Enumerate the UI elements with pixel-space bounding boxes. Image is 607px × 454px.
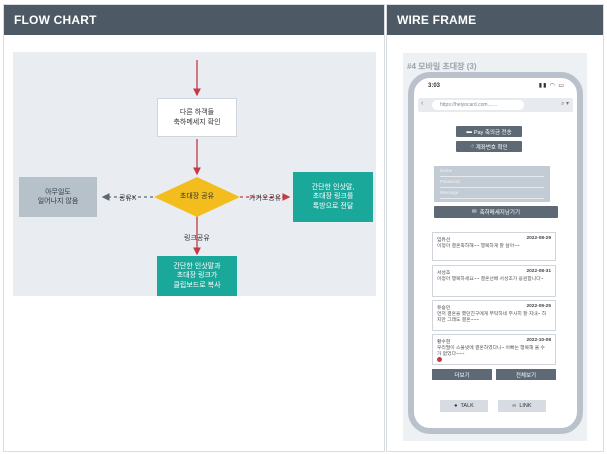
pay-button[interactable]: ▬ Pay 축의금 전송: [456, 126, 522, 137]
message-date: 2022-10-08: [526, 338, 551, 343]
list-item: 황수현 2022-10-08 우리딸이 스물넷에 결혼하였다니~ 아빠는 행복해…: [432, 334, 556, 365]
message-form: Name Password Message: [434, 166, 550, 202]
thumb-icon: ☝: [470, 143, 474, 150]
talk-button-label: TALK: [460, 403, 474, 409]
mail-icon: ✉: [471, 209, 477, 215]
more-button[interactable]: 더보기: [432, 369, 492, 380]
link-share-button[interactable]: ∞ LINK: [498, 400, 546, 412]
flow-arrows: [101, 60, 291, 256]
name-field-line: [440, 176, 544, 177]
flow-node-nothing: 아무일도 일어나지 않음: [19, 177, 97, 217]
message-text: 먼저 결혼을 했던친구에게 부탁하네 무사히 잘 지내~ 하지만 그래도 결혼~…: [437, 312, 547, 323]
link-button-label: LINK: [519, 403, 532, 409]
card-icon: ▬: [466, 128, 472, 135]
message-text: 이정아 결혼축하해~~ 행복하게 잘 살아~~: [437, 244, 520, 249]
browser-menu-icon[interactable]: ⌕ ▾: [560, 101, 569, 107]
url-field[interactable]: https://heiyocard.com.......: [432, 100, 524, 110]
flow-label-kakao: 카카오공유: [249, 195, 282, 202]
flow-node-kakao-share: 간단한 인삿말, 초대장 링크를 톡방으로 전달: [293, 172, 373, 222]
status-time: 3:03: [428, 83, 441, 89]
back-icon[interactable]: ‹: [421, 100, 424, 107]
message-field-line: [440, 198, 544, 199]
message-author: 유승민: [437, 306, 451, 311]
list-item: 유승민 2022-09-25 먼저 결혼을 했던친구에게 부탁하네 무사히 잘 …: [432, 300, 556, 331]
flow-node-check-messages: 다른 하객들 축하메세지 확인: [157, 98, 237, 137]
list-item: 서성조 2022-08-31 이정아 행복하세요~~ 결혼선배 서성조가 응원합…: [432, 265, 556, 297]
avatar: [437, 357, 442, 362]
status-icons: ▮▮ ◠ ▭: [538, 83, 565, 89]
list-item: 임유선 2022-08-29 이정아 결혼축하해~~ 행복하게 잘 살아~~: [432, 232, 556, 261]
flow-label-link: 링크공유: [184, 235, 210, 242]
wireframe-title: #4 모바일 초대장 (3): [407, 62, 477, 71]
flow-chart-canvas: 다른 하객들 축하메세지 확인 초대장 공유 아무일도 일어나지 않음 간단한 …: [13, 52, 376, 296]
message-text: 이정아 행복하세요~~ 결혼선배 서성조가 응원합니다~: [437, 277, 544, 282]
flow-chart-header: FLOW CHART: [4, 5, 384, 35]
flow-node-decision: 초대장 공유: [179, 193, 215, 201]
message-author: 서성조: [437, 271, 451, 276]
wireframe-header: WIRE FRAME: [387, 5, 603, 35]
message-author: 임유선: [437, 238, 451, 243]
link-icon: ∞: [512, 403, 517, 409]
phone-mockup: 3:03 ▮▮ ◠ ▭ ‹ https://heiyocard.com.....…: [408, 72, 583, 434]
flow-label-no-share: 공유X: [119, 195, 137, 202]
name-field[interactable]: Name: [440, 168, 453, 173]
send-message-button[interactable]: ✉ 축하메세지남기기: [434, 206, 558, 218]
message-date: 2022-08-31: [526, 269, 551, 274]
account-button[interactable]: ☝ 계좌번호 확인: [456, 141, 522, 152]
browser-url-bar[interactable]: ‹ https://heiyocard.com....... ⌕ ▾: [418, 98, 573, 112]
flow-chart-panel: FLOW CHART 다른 하객들 축하메세지 확인: [3, 4, 385, 452]
account-button-label: 계좌번호 확인: [475, 144, 508, 151]
password-field-line: [440, 187, 544, 188]
decision-diamond: [154, 177, 240, 217]
message-field[interactable]: Message: [440, 190, 459, 195]
message-text: 우리딸이 스물넷에 결혼하였다니~ 아빠는 행복해 울 수가 없었다~~~: [437, 346, 545, 357]
password-field[interactable]: Password: [440, 179, 460, 184]
message-author: 황수현: [437, 340, 451, 345]
message-date: 2022-09-25: [526, 304, 551, 309]
flow-node-clipboard: 간단한 인삿말과 초대장 링크가 클립보드로 복사: [157, 256, 237, 296]
kakao-talk-button[interactable]: ● TALK: [440, 400, 488, 412]
view-all-button[interactable]: 전체보기: [496, 369, 556, 380]
talk-bubble-icon: ●: [454, 403, 458, 409]
pay-button-label: Pay 축의금 전송: [473, 129, 512, 136]
message-date: 2022-08-29: [526, 236, 551, 241]
wireframe-panel: WIRE FRAME #4 모바일 초대장 (3) 3:03 ▮▮ ◠ ▭ ‹ …: [386, 4, 604, 452]
send-message-label: 축하메세지남기기: [479, 210, 521, 216]
status-bar: 3:03 ▮▮ ◠ ▭: [414, 78, 577, 92]
